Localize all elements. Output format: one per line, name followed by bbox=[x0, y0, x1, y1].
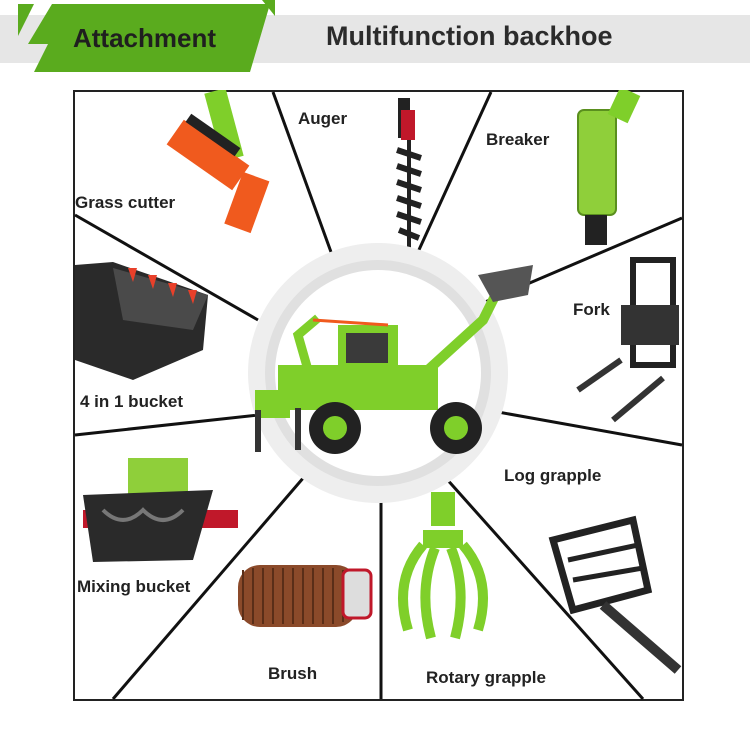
center-backhoe bbox=[248, 243, 533, 503]
label-breaker: Breaker bbox=[486, 130, 550, 149]
rotary-grapple-image bbox=[398, 492, 488, 640]
label-mixing-bucket: Mixing bucket bbox=[77, 577, 191, 596]
auger-image bbox=[396, 98, 422, 250]
label-brush: Brush bbox=[268, 664, 318, 683]
label-grass-cutter: Grass cutter bbox=[75, 193, 176, 212]
page-title: Multifunction backhoe bbox=[326, 21, 613, 51]
label-auger: Auger bbox=[298, 109, 348, 128]
breaker-image bbox=[577, 90, 641, 245]
label-four-in-one-bucket: 4 in 1 bucket bbox=[80, 392, 183, 411]
label-rotary-grapple: Rotary grapple bbox=[426, 668, 546, 687]
four-in-one-bucket-image bbox=[75, 262, 208, 380]
attachment-tag-label: Attachment bbox=[73, 23, 217, 53]
label-log-grapple: Log grapple bbox=[504, 466, 602, 485]
fork-image bbox=[576, 257, 679, 423]
header-banner: Attachment Multifunction backhoe bbox=[0, 0, 750, 80]
log-grapple-image bbox=[548, 515, 682, 674]
attachment-tag bbox=[18, 0, 275, 72]
attachment-wheel bbox=[73, 90, 684, 701]
mixing-bucket-image bbox=[83, 458, 238, 562]
label-fork: Fork bbox=[573, 300, 610, 319]
brush-image bbox=[238, 565, 373, 627]
grass-cutter-image bbox=[166, 90, 270, 234]
